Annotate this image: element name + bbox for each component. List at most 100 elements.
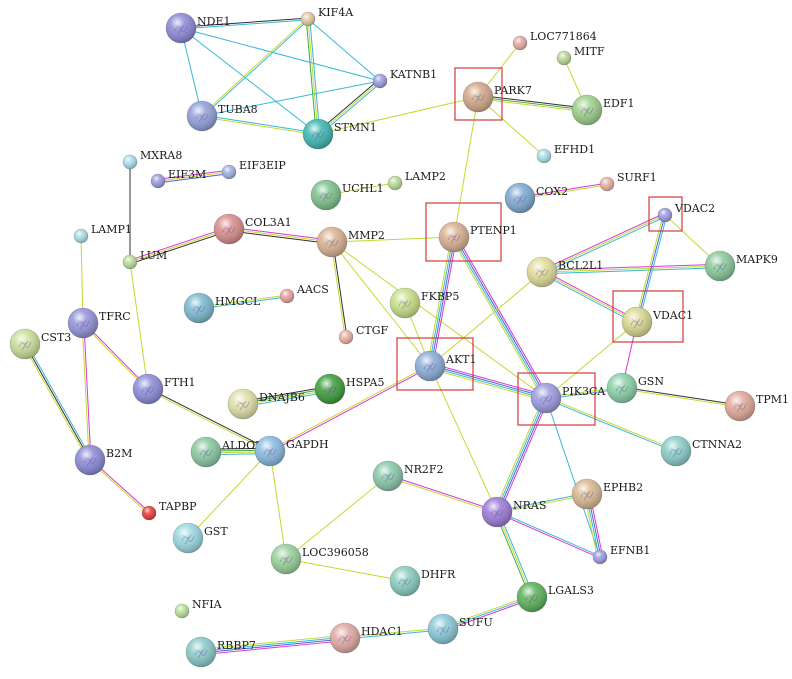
- node-mapk9[interactable]: MAPK9: [704, 250, 778, 282]
- node-gloss: [572, 95, 602, 125]
- node-park7[interactable]: PARK7: [462, 81, 532, 113]
- node-nfia[interactable]: NFIA: [174, 598, 223, 619]
- node-gsn[interactable]: GSN: [606, 372, 664, 404]
- node-tapbp[interactable]: TAPBP: [141, 500, 197, 521]
- node-mmp2[interactable]: MMP2: [316, 226, 385, 258]
- node-label: COX2: [536, 185, 568, 198]
- edge-line: [622, 386, 741, 406]
- node-surf1[interactable]: SURF1: [599, 171, 657, 192]
- edge-tuba8-stmn1: [201, 114, 319, 136]
- node-loc771864[interactable]: LOC771864: [512, 30, 597, 51]
- node-hspa5[interactable]: HSPA5: [314, 373, 384, 405]
- node-akt1[interactable]: AKT1: [414, 350, 477, 382]
- node-ptenp1[interactable]: PTENP1: [438, 221, 517, 253]
- node-nde1[interactable]: NDE1: [165, 12, 230, 44]
- node-label: EFHD1: [554, 143, 595, 156]
- node-b2m[interactable]: B2M: [74, 444, 132, 476]
- edge-line: [129, 261, 149, 390]
- edge-line: [157, 169, 229, 180]
- node-rbbp7[interactable]: RBBP7: [185, 636, 256, 668]
- edge-line: [429, 271, 543, 367]
- node-dhfr[interactable]: DHFR: [389, 565, 456, 597]
- node-lamp2[interactable]: LAMP2: [387, 170, 446, 191]
- node-vdac1[interactable]: VDAC1: [621, 306, 693, 338]
- node-stmn1[interactable]: STMN1: [302, 118, 377, 150]
- node-label: AKT1: [445, 353, 477, 366]
- node-gst[interactable]: GST: [172, 522, 228, 554]
- node-hdac1[interactable]: HDAC1: [329, 622, 403, 654]
- node-ctnna2[interactable]: CTNNA2: [660, 435, 742, 467]
- edge-line: [430, 237, 456, 367]
- edge-line: [498, 511, 535, 597]
- node-label: PTENP1: [470, 224, 517, 237]
- node-hmgcl[interactable]: HMGCL: [183, 292, 261, 324]
- node-gloss: [705, 251, 735, 281]
- node-aacs[interactable]: AACS: [279, 283, 329, 304]
- edge-line: [269, 450, 287, 560]
- node-label: NDE1: [197, 15, 230, 28]
- node-cst3[interactable]: CST3: [9, 328, 71, 360]
- node-edf1[interactable]: EDF1: [571, 94, 634, 126]
- node-col3a1[interactable]: COL3A1: [213, 213, 292, 245]
- node-bcl2l1[interactable]: BCL2L1: [526, 256, 603, 288]
- node-uchl1[interactable]: UCHL1: [310, 179, 384, 211]
- edge-line: [130, 230, 230, 265]
- edge-line: [429, 366, 546, 400]
- node-lgals3[interactable]: LGALS3: [516, 581, 594, 613]
- node-mxra8[interactable]: MXRA8: [122, 149, 182, 170]
- node-gloss: [68, 308, 98, 338]
- edge-line: [344, 627, 443, 638]
- node-fkbp5[interactable]: FKBP5: [389, 287, 459, 319]
- edge-line: [83, 322, 92, 460]
- node-label: CTGF: [356, 324, 389, 337]
- node-eif3eip[interactable]: EIF3EIP: [221, 159, 286, 180]
- edge-akt1-nras: [429, 365, 498, 513]
- node-nr2f2[interactable]: NR2F2: [372, 460, 444, 492]
- edge-line: [428, 236, 454, 366]
- edge-line: [542, 267, 721, 275]
- edge-bcl2l1-vdac2: [541, 212, 666, 275]
- node-lum[interactable]: LUM: [122, 249, 167, 270]
- node-dnajb6[interactable]: DNAJB6: [227, 388, 305, 420]
- node-mitf[interactable]: MITF: [556, 45, 605, 66]
- node-gapdh[interactable]: GAPDH: [254, 435, 329, 467]
- edge-line: [201, 638, 346, 654]
- edge-line: [636, 214, 666, 323]
- node-label: MAPK9: [736, 253, 778, 266]
- edge-lum-fth1: [129, 261, 149, 390]
- edge-line: [453, 96, 479, 238]
- node-nras[interactable]: NRAS: [481, 496, 546, 528]
- node-lamp1[interactable]: LAMP1: [73, 223, 132, 244]
- node-gloss: [527, 257, 557, 287]
- node-efnb1[interactable]: EFNB1: [592, 544, 650, 565]
- node-tfrc[interactable]: TFRC: [67, 307, 131, 339]
- node-tpm1[interactable]: TPM1: [724, 390, 789, 422]
- node-vdac2[interactable]: VDAC2: [657, 202, 715, 223]
- node-cox2[interactable]: COX2: [504, 182, 568, 214]
- node-ctgf[interactable]: CTGF: [338, 324, 389, 345]
- node-kif4a[interactable]: KIF4A: [300, 6, 354, 27]
- node-gloss: [280, 289, 294, 303]
- edge-line: [497, 494, 588, 514]
- node-aldob[interactable]: ALDOB: [190, 436, 263, 468]
- node-fth1[interactable]: FTH1: [132, 373, 196, 405]
- edge-bcl2l1-mapk9: [541, 263, 721, 275]
- highlight-box-vdac2: [648, 196, 683, 232]
- node-gloss: [622, 307, 652, 337]
- node-pik3ca[interactable]: PIK3CA: [530, 382, 606, 414]
- node-sufu[interactable]: SUFU: [427, 613, 493, 645]
- node-loc396058[interactable]: LOC396058: [270, 543, 369, 575]
- node-gloss: [373, 74, 387, 88]
- edge-line: [455, 235, 549, 397]
- node-efhd1[interactable]: EFHD1: [536, 143, 595, 164]
- node-gloss: [537, 149, 551, 163]
- node-label: KATNB1: [390, 68, 437, 81]
- edge-line: [541, 212, 665, 271]
- node-ephb2[interactable]: EPHB2: [571, 478, 643, 510]
- edge-line: [201, 80, 381, 117]
- node-eif3m[interactable]: EIF3M: [150, 168, 206, 189]
- node-katnb1[interactable]: KATNB1: [372, 68, 437, 89]
- edge-line: [82, 323, 148, 390]
- node-tuba8[interactable]: TUBA8: [186, 100, 258, 132]
- node-label: CST3: [41, 331, 71, 344]
